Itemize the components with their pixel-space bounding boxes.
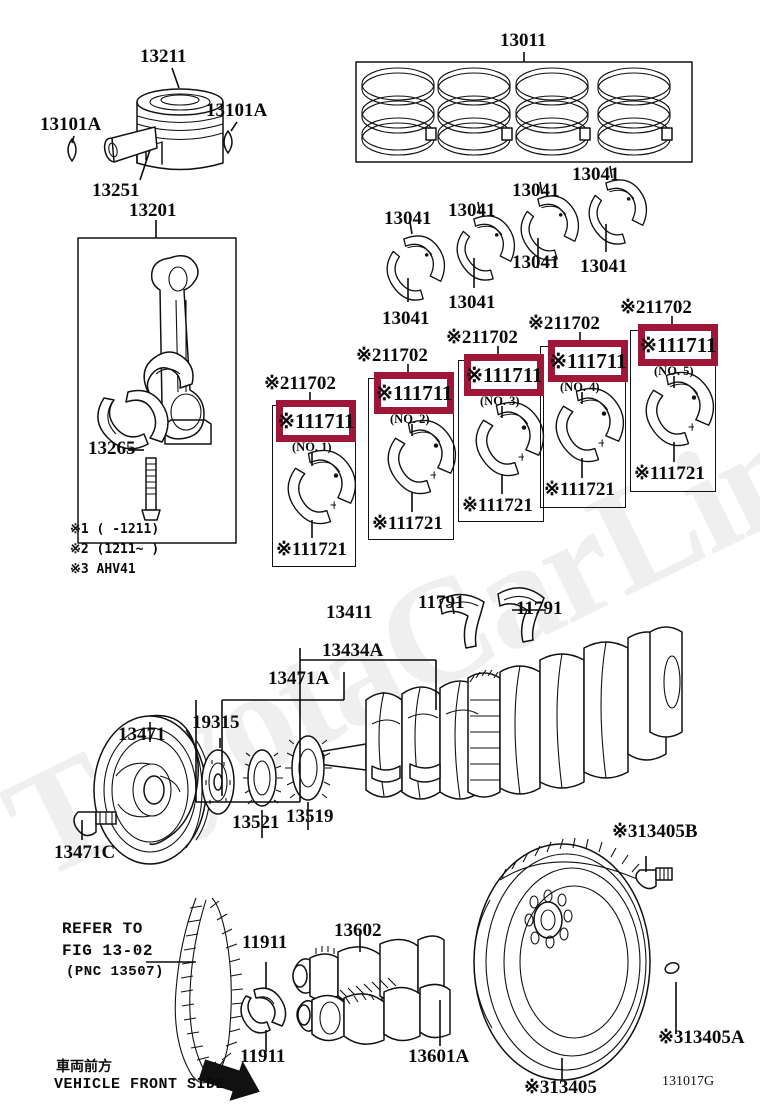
sprocket-13521-art (243, 749, 283, 807)
highlight-text-3: ※111711 (465, 362, 543, 387)
flywheel-bolt-art (635, 867, 673, 890)
label-piston-rings-13011: 13011 (500, 30, 547, 51)
label-rod-bearing-2-top: 13041 (448, 200, 496, 221)
label-box2-lower-11721: ※111721 (372, 513, 443, 534)
label-rod-bearing-1-bottom: 13041 (382, 308, 430, 329)
flywheel-pin-art (664, 961, 680, 975)
snap-ring-left-art (67, 138, 77, 162)
conrod-box-art (77, 237, 237, 544)
label-balance-shaft-13602: 13602 (334, 920, 382, 941)
label-rod-bearing-2-bottom: 13041 (448, 292, 496, 313)
pulley-plate-art (201, 749, 235, 815)
highlight-text-5: ※111711 (639, 332, 717, 357)
refer-to-line1: REFER TO (62, 920, 143, 938)
snap-ring-right-art (223, 130, 233, 154)
label-sprocket-13519: 13519 (286, 806, 334, 827)
highlight-box-1-11711[interactable]: ※111711 (276, 400, 356, 442)
label-rod-bearing-3-bottom: 13041 (512, 252, 560, 273)
woodruff-keys-art (184, 793, 228, 811)
highlight-box-4-11711[interactable]: ※111711 (548, 340, 628, 382)
label-thrust-washer-left-11791: 11791 (418, 592, 465, 613)
label-rod-bearing-4-top: 13041 (572, 164, 620, 185)
label-box1-lower-11721: ※111721 (276, 539, 347, 560)
label-crankshaft-13411: 13411 (326, 602, 373, 623)
label-box4-upper-11702: ※211702 (528, 313, 600, 334)
label-box5-no: (NO. 5) (654, 364, 694, 378)
label-rod-bearing-3-top: 13041 (512, 180, 560, 201)
label-snap-ring-right: 13101A (206, 100, 268, 121)
label-box3-lower-11721: ※111721 (462, 495, 533, 516)
piston-rings-art (355, 61, 693, 163)
label-box4-no: (NO. 4) (560, 380, 600, 394)
label-pulley-bolt-13471C: 13471C (54, 842, 116, 863)
label-balance-shaft-13601A: 13601A (408, 1046, 470, 1067)
label-box5-upper-11702: ※211702 (620, 297, 692, 318)
highlight-box-2-11711[interactable]: ※111711 (374, 372, 454, 414)
label-flywheel-bolt-13405B: ※313405B (612, 821, 698, 842)
label-box2-no: (NO. 2) (390, 412, 430, 426)
label-piston-13211: 13211 (140, 46, 187, 67)
label-box3-upper-11702: ※211702 (446, 327, 518, 348)
label-box1-no: (NO. 1) (292, 440, 332, 454)
flywheel-art (473, 837, 680, 1081)
conrod-bolt-art (141, 457, 161, 521)
timing-chain-art (174, 897, 244, 1084)
legend-note-2: ※2 (1211~ ) (70, 542, 160, 557)
vehicle-front-en: VEHICLE FRONT SIDE (54, 1076, 226, 1093)
label-thrust-washer-right-11791: 11791 (516, 598, 563, 619)
highlight-box-3-11711[interactable]: ※111711 (464, 354, 544, 396)
label-flywheel-pin-13405A: ※313405A (658, 1027, 745, 1048)
highlight-box-5-11711[interactable]: ※111711 (638, 324, 718, 366)
label-flywheel-13405: ※313405 (524, 1077, 597, 1098)
label-rod-bearing-1-top: 13041 (384, 208, 432, 229)
label-box3-no: (NO. 3) (480, 394, 520, 408)
vehicle-front-jp: 車両前方 (56, 1059, 112, 1075)
label-conrod-13201: 13201 (129, 200, 177, 221)
label-plate-19315: 19315 (192, 712, 240, 733)
label-box4-lower-11721: ※111721 (544, 479, 615, 500)
sprocket-13519-art (285, 735, 332, 801)
label-piston-pin-13251: 13251 (92, 180, 140, 201)
legend-note-1: ※1 ( -1211) (70, 522, 160, 537)
label-conrod-bolt-13265: 13265 (88, 438, 136, 459)
label-snap-ring-left: 13101A (40, 114, 102, 135)
diagram-id-code: 131017G (662, 1074, 715, 1089)
label-key-13471A: 13471A (268, 668, 330, 689)
highlight-text-4: ※111711 (549, 348, 627, 373)
piston-pin-art (103, 126, 158, 163)
refer-to-line2: FIG 13-02 (62, 942, 153, 960)
label-balance-bearing-top-11911: 11911 (242, 932, 288, 953)
balance-bearing-art (240, 987, 287, 1034)
label-box1-upper-11702: ※211702 (264, 373, 336, 394)
highlight-text-1: ※111711 (277, 408, 355, 433)
label-key-13434A: 13434A (322, 640, 384, 661)
label-box5-lower-11721: ※111721 (634, 463, 705, 484)
label-box2-upper-11702: ※211702 (356, 345, 428, 366)
label-rod-bearing-4-bottom: 13041 (580, 256, 628, 277)
label-sprocket-13521: 13521 (232, 812, 280, 833)
label-crank-pulley-13471: 13471 (118, 724, 166, 745)
legend-note-3: ※3 AHV41 (70, 562, 136, 577)
label-balance-bearing-bottom-11911: 11911 (240, 1046, 286, 1067)
refer-to-line3: (PNC 13507) (66, 964, 164, 980)
highlight-text-2: ※111711 (375, 380, 453, 405)
pulley-bolt-art (73, 811, 117, 837)
